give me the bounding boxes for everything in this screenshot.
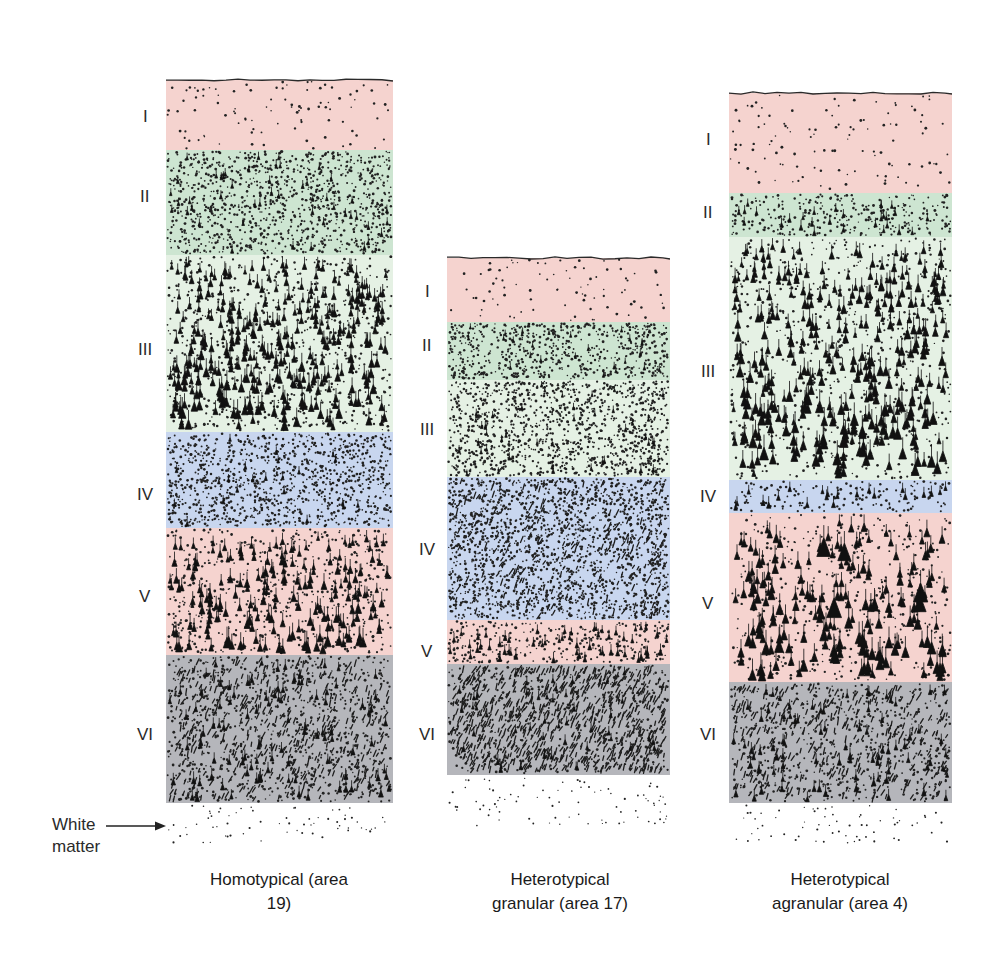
figure-stage: IIIIIIIVVVIIIIIIIIVVVIIIIIIIIVVVIWhite m…: [0, 0, 988, 960]
